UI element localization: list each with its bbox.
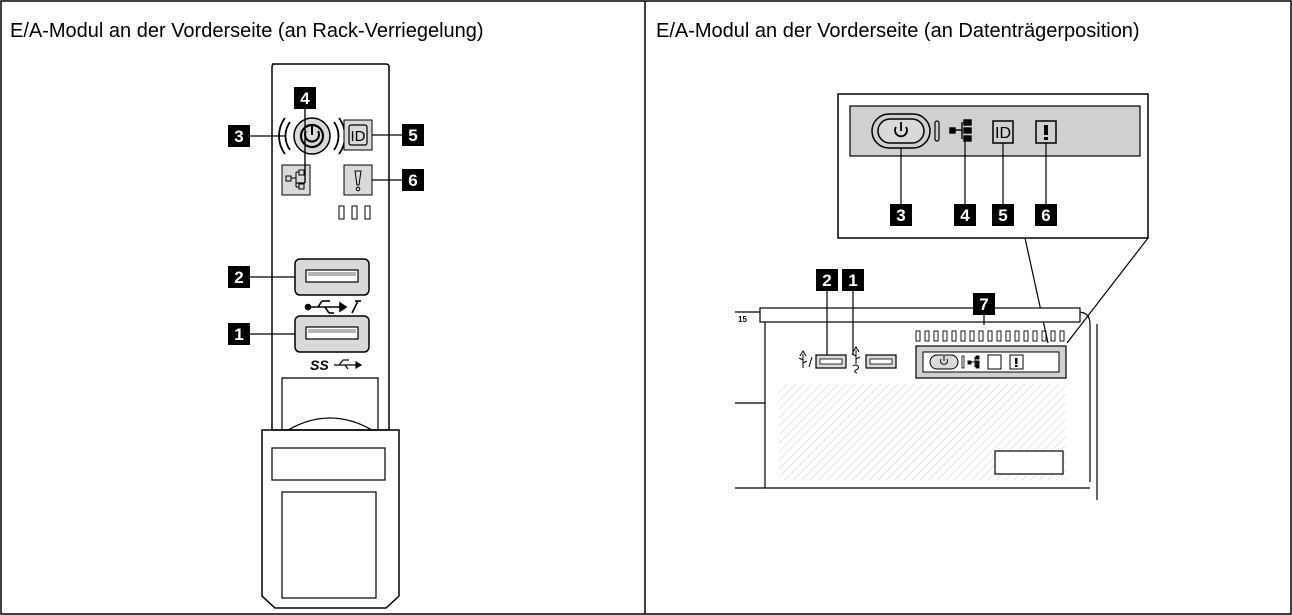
id-button[interactable]: ID [343,119,373,151]
id-icon: ID [995,125,1011,142]
svg-text:4: 4 [300,89,310,108]
callout-5-right: 5 [992,204,1014,226]
svg-text:5: 5 [408,126,417,145]
svg-text:1: 1 [848,271,857,290]
svg-text:6: 6 [408,171,417,190]
left-panel-title: E/A-Modul an der Vorderseite (an Rack-Ve… [10,20,484,42]
svg-text:4: 4 [960,206,970,225]
error-led-zoom [1035,120,1057,144]
callout-1-right: 1 [842,269,864,291]
callout-7-right: 7 [973,293,995,315]
callout-2-left: 2 [228,266,250,288]
power-icon [894,122,908,138]
leader-lines-right-zoom [900,141,1047,204]
usb2-port[interactable] [294,258,370,296]
network-led [281,164,311,196]
right-diagram: ID 3 4 5 [735,93,1149,500]
server-chassis [735,307,1098,500]
usb2-port-right[interactable] [815,354,847,369]
callout-2-right: 2 [816,269,838,291]
callout-4-right: 4 [954,204,976,226]
error-icon [354,170,362,192]
svg-text:3: 3 [896,206,905,225]
id-button-zoom[interactable]: ID [992,120,1014,144]
latch-window-bottom [281,491,377,599]
usb3-port-right[interactable] [865,354,897,369]
latch-outline [261,429,400,609]
svg-text:ID: ID [995,125,1011,142]
svg-text:2: 2 [234,268,243,287]
right-panel-title: E/A-Modul an der Vorderseite (an Datentr… [656,20,1140,42]
module-outline [271,63,390,431]
leader-lines-right-usb [826,291,985,355]
callout-6-right: 6 [1035,204,1057,226]
callout-6-left: 6 [402,169,424,191]
usb3-icon: SS [310,357,363,373]
vent-slots [915,330,1065,342]
svg-text:3: 3 [234,127,243,146]
svg-text:6: 6 [1041,206,1050,225]
latch-window-top [271,447,386,481]
usb-icon [798,350,813,368]
usb3-label: SS [310,357,329,373]
zoom-connector [1066,237,1149,344]
power-led-zoom [934,120,940,142]
id-icon: ID [348,124,368,146]
svg-text:7: 7 [979,295,988,314]
leader-lines-left [250,108,402,335]
callout-3-left: 3 [228,125,250,147]
operator-panel [915,345,1067,379]
bay-number: 15 [738,315,747,324]
power-button-zoom[interactable] [871,113,931,149]
callout-1-left: 1 [228,323,250,345]
zoom-connector [1024,237,1049,344]
usb3-port[interactable] [294,315,370,353]
label-tab [994,450,1064,475]
left-diagram: ID [228,63,424,609]
callout-5-left: 5 [402,124,424,146]
module-tab [281,377,379,431]
error-icon [1044,125,1048,140]
svg-text:ID: ID [351,128,366,145]
network-icon [949,119,972,142]
svg-text:5: 5 [998,206,1007,225]
callout-3-right: 3 [890,204,912,226]
svg-text:1: 1 [234,325,243,344]
power-button[interactable] [278,117,346,155]
error-led [343,164,373,196]
status-led-slots [338,205,371,220]
usb-icon [304,300,361,314]
network-icon [285,169,305,190]
callout-4-left: 4 [294,87,316,109]
svg-text:2: 2 [822,271,831,290]
